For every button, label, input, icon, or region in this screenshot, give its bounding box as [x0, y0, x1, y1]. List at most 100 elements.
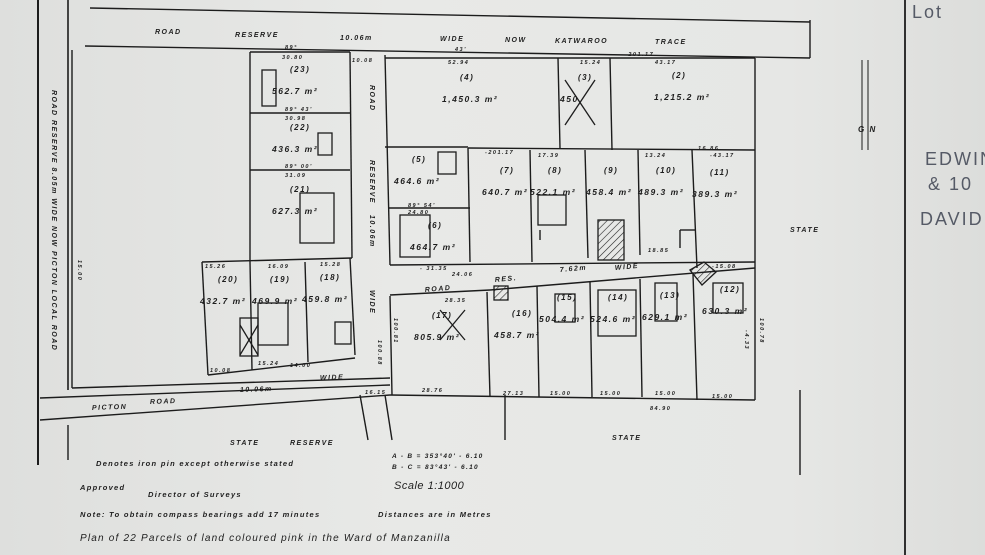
state-label: RESERVE: [290, 440, 334, 447]
dimension-label: 24.80: [407, 210, 429, 216]
boundary-line: [89, 7, 811, 23]
parcel-area: 629.1 m²: [642, 312, 688, 322]
parcel-number: (6): [428, 221, 442, 230]
road-label: WIDE: [368, 290, 375, 314]
boundary-line: [249, 261, 253, 371]
parcel-area: 464.6 m²: [393, 176, 440, 186]
parcel-number: (10): [656, 166, 676, 175]
dimension-label: 10.08: [352, 58, 373, 64]
building-outline: [537, 194, 567, 226]
road-label: ROAD: [155, 29, 182, 36]
parcel-number: (18): [320, 273, 340, 282]
parcel-area: 1,215.2 m²: [654, 92, 710, 102]
parcel-area: 630.3 m²: [702, 306, 748, 316]
cross-mark: [439, 309, 466, 341]
building-outline: [299, 192, 335, 244]
boundary-line: [584, 149, 589, 259]
state-label: STATE: [612, 435, 641, 442]
boundary-line: [557, 57, 561, 149]
dimension-label: 89°: [285, 45, 298, 51]
boundary-line: [39, 384, 391, 399]
dimension-label: 15.24: [258, 361, 279, 367]
dimension-label: 16.15: [365, 390, 386, 396]
road-label: WIDE: [440, 36, 464, 43]
road-label: 7.62m: [560, 265, 588, 274]
hatched-structure: [689, 261, 717, 286]
dimension-label: 16.09: [268, 264, 289, 270]
parcel-area: 458.7 m²: [493, 330, 540, 340]
boundary-line: [691, 149, 698, 269]
parcel-area: 469.9 m²: [251, 296, 298, 306]
parcel-number: (9): [604, 166, 618, 175]
boundary-line: [536, 285, 540, 398]
parcel-area: 562.7 m²: [272, 86, 318, 96]
building-outline: [554, 293, 576, 323]
boundary-line: [589, 281, 593, 398]
dimension-label: 89° 00': [285, 164, 313, 170]
parcel-area: 522.1 m²: [530, 187, 576, 197]
dimension-label: 52.94: [448, 60, 469, 66]
boundary-line: [637, 149, 641, 256]
parcel-area: 504.4 m²: [539, 314, 585, 324]
parcel-number: (14): [608, 293, 628, 302]
legend-scale: Scale 1:1000: [394, 480, 465, 492]
building-outline: [597, 289, 637, 337]
dimension-label: 14.00: [290, 363, 311, 369]
boundary-line: [389, 289, 491, 296]
parcel-area: 389.3 m²: [692, 189, 738, 199]
legend-units: Distances are in Metres: [378, 510, 492, 519]
building-outline: [437, 151, 457, 175]
building-outline: [334, 321, 352, 345]
handwritten-note: Lot: [912, 2, 943, 22]
building-outline: [257, 302, 289, 346]
parcel-number: (11): [710, 168, 730, 177]
parcel-number: (15): [557, 293, 577, 302]
dimension-label: 17.39: [538, 153, 559, 159]
dimension-label: 27.13: [502, 391, 524, 397]
building-outline: [712, 282, 744, 314]
road-label: 10.06m: [340, 35, 373, 42]
road-label: RESERVE: [368, 160, 375, 204]
boundary-line: [384, 394, 393, 441]
plan-title: Plan of 22 Parcels of land coloured pink…: [80, 533, 451, 544]
dimension-label: 89° 54': [408, 203, 436, 209]
parcel-area: 627.3 m²: [272, 206, 318, 216]
road-label: 10.06m: [368, 215, 375, 248]
parcel-number: (13): [660, 291, 680, 300]
boundary-line: [349, 257, 356, 356]
dimension-label: 16.86: [698, 146, 719, 152]
boundary-line: [304, 261, 309, 363]
legend-iron-pin: Denotes iron pin except otherwise stated: [96, 459, 295, 468]
parcel-area: 459.8 m²: [301, 294, 348, 304]
road-label: ROAD: [150, 398, 177, 406]
parcel-number: (12): [720, 285, 740, 294]
boundary-line: [359, 394, 369, 441]
dimension-label: 30.98: [285, 116, 306, 122]
dimension-label: 30.80: [282, 55, 303, 61]
parcel-area: 640.7 m²: [482, 187, 528, 197]
dimension-label: 89° 43': [285, 107, 313, 113]
parcel-number: (5): [412, 155, 426, 164]
parcel-area: 458.4 m²: [585, 187, 632, 197]
dimension-label: -15.08: [712, 264, 737, 270]
dimension-label: -201.17: [625, 52, 654, 58]
parcel-number: (8): [548, 166, 562, 175]
parcel-area: 432.7 m²: [199, 296, 246, 306]
dimension-label: 28.35: [444, 298, 466, 304]
dimension-label: 15.00: [550, 391, 571, 397]
boundary-line: [349, 51, 353, 259]
boundary-line: [467, 147, 756, 151]
dimension-label: 31.09: [285, 173, 306, 179]
road-label: TRACE: [655, 39, 687, 46]
state-label: STATE: [790, 227, 819, 234]
dimension-label: 18.85: [648, 248, 669, 254]
boundary-line: [39, 394, 391, 421]
boundary-line: [467, 147, 471, 263]
boundary-line: [207, 357, 356, 376]
dimension-label: 43': [454, 47, 467, 53]
parcel-area: 464.7 m²: [409, 242, 456, 252]
boundary-line: [639, 278, 643, 398]
dimension-label: 43.17: [654, 60, 676, 66]
legend-approved: Approved: [80, 483, 126, 492]
